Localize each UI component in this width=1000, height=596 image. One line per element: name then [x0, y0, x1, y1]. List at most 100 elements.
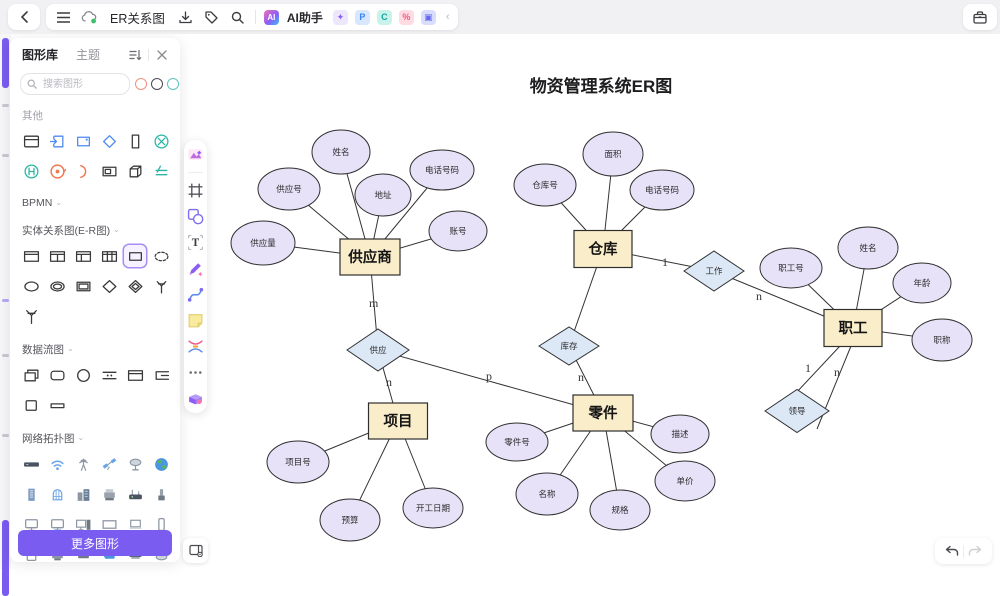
shape-multi-process[interactable]	[20, 364, 42, 386]
shape-cube[interactable]	[124, 160, 146, 182]
er-attribute-a3[interactable]	[354, 173, 412, 217]
text-tool-icon[interactable]: T	[187, 234, 204, 251]
er-edge[interactable]	[377, 349, 604, 414]
shape-attribute-ellipse[interactable]	[20, 275, 42, 297]
shape-entity-box[interactable]	[124, 364, 146, 386]
shape-process[interactable]	[46, 364, 68, 386]
shape-switch[interactable]	[20, 453, 42, 475]
c-plugin-icon[interactable]: C	[376, 9, 392, 25]
shape-entity-rect[interactable]	[124, 245, 146, 267]
er-attribute-e3[interactable]	[589, 489, 651, 531]
shape-copier[interactable]	[98, 483, 120, 505]
shape-identifying-diamond[interactable]	[124, 275, 146, 297]
mindmap-icon[interactable]	[187, 338, 204, 355]
section-title[interactable]: 网络拓扑图⌄	[22, 433, 85, 445]
pen-tool-icon[interactable]	[187, 260, 204, 277]
shape-fork-small[interactable]	[150, 275, 172, 297]
shape-parallel-mark[interactable]	[150, 160, 172, 182]
shape-circle-h[interactable]	[20, 160, 42, 182]
p-plugin-icon[interactable]: P	[354, 9, 370, 25]
shape-open-store[interactable]	[150, 364, 172, 386]
shape-flat-store[interactable]	[46, 394, 68, 416]
more-shapes-button[interactable]: 更多图形	[18, 530, 172, 556]
style-dot-teal[interactable]	[167, 78, 179, 90]
shape-satellite-dish[interactable]	[124, 453, 146, 475]
shape-monitor[interactable]	[20, 513, 42, 535]
er-attribute-e5[interactable]	[650, 414, 710, 454]
close-panel-icon[interactable]	[154, 47, 170, 63]
toolbox-icon[interactable]	[971, 8, 989, 26]
er-entity-zg[interactable]	[823, 308, 883, 348]
download-icon[interactable]	[177, 8, 195, 26]
tag-icon[interactable]	[203, 8, 221, 26]
er-entity-xm[interactable]	[367, 402, 429, 440]
undo-icon[interactable]	[941, 541, 963, 561]
shape-wifi-signal[interactable]	[46, 453, 68, 475]
section-title[interactable]: BPMN⌄	[22, 197, 63, 209]
panel-toggle-button[interactable]	[183, 538, 208, 563]
shape-fork[interactable]	[20, 305, 42, 327]
shape-circle-target[interactable]	[46, 160, 68, 182]
er-canvas[interactable]: 姓名供应号地址电话号码供应量账号仓库号面积电话号码职工号姓名年龄职称项目号预算开…	[0, 0, 1000, 569]
back-button[interactable]	[8, 4, 40, 30]
shape-city-buildings[interactable]	[72, 483, 94, 505]
shape-nested-rect[interactable]	[98, 160, 120, 182]
er-relationship-gy[interactable]	[346, 328, 410, 372]
er-attribute-b2[interactable]	[582, 131, 644, 177]
toolbox-button[interactable]	[963, 4, 997, 30]
er-edge[interactable]	[816, 345, 852, 430]
shape-office-building[interactable]	[20, 483, 42, 505]
er-attribute-e1[interactable]	[485, 422, 549, 462]
shape-diamond-blue[interactable]	[98, 130, 120, 152]
collapse-plugins-icon[interactable]: ‹	[445, 11, 450, 23]
shape-tool-icon[interactable]	[187, 208, 204, 225]
redo-icon[interactable]	[964, 541, 986, 561]
er-attribute-b1[interactable]	[513, 163, 577, 207]
shape-store-lines[interactable]	[98, 364, 120, 386]
er-attribute-d3[interactable]	[402, 487, 464, 529]
shape-entity-table-col[interactable]	[72, 245, 94, 267]
er-relationship-gz[interactable]	[683, 250, 745, 292]
shape-mobile-phone[interactable]	[150, 513, 172, 535]
shape-globe[interactable]	[150, 453, 172, 475]
shape-rect-dot[interactable]	[72, 130, 94, 152]
shape-router[interactable]	[124, 483, 146, 505]
media-icon[interactable]	[187, 146, 204, 163]
er-attribute-c2[interactable]	[837, 226, 899, 270]
er-edge[interactable]	[794, 345, 841, 395]
er-attribute-d1[interactable]	[266, 440, 330, 484]
shape-laptop[interactable]	[124, 513, 146, 535]
shape-workstation[interactable]	[72, 513, 94, 535]
shape-state-circle[interactable]	[72, 364, 94, 386]
er-attribute-a6[interactable]	[428, 210, 488, 252]
document-title[interactable]: ER关系图	[110, 11, 165, 26]
shape-input-arrow[interactable]	[46, 130, 68, 152]
shape-signal-tower[interactable]	[72, 453, 94, 475]
shape-entity-table-3col[interactable]	[98, 245, 120, 267]
section-title[interactable]: 实体关系图(E-R图)⌄	[22, 225, 120, 237]
shape-relationship-diamond[interactable]	[98, 275, 120, 297]
shape-circle-cross[interactable]	[150, 130, 172, 152]
shape-arc[interactable]	[72, 160, 94, 182]
media-plugin-icon[interactable]: ✦	[332, 9, 348, 25]
er-relationship-ld[interactable]	[764, 388, 830, 434]
menu-icon[interactable]	[54, 8, 72, 26]
er-attribute-b3[interactable]	[629, 169, 695, 211]
shape-podium-device[interactable]	[150, 483, 172, 505]
search-icon[interactable]	[229, 8, 247, 26]
shape-vertical-rect[interactable]	[124, 130, 146, 152]
shape-window[interactable]	[20, 130, 42, 152]
sticky-note-icon[interactable]	[187, 312, 204, 329]
connector-tool-icon[interactable]	[187, 286, 204, 303]
er-attribute-c3[interactable]	[892, 262, 952, 304]
shape-entity-table-2col[interactable]	[46, 245, 68, 267]
shape-desktop-monitor[interactable]	[46, 513, 68, 535]
style-dot-black[interactable]	[151, 78, 163, 90]
shape-multivalued-ellipse[interactable]	[46, 275, 68, 297]
shape-search-box[interactable]	[20, 73, 130, 95]
shape-weak-ellipse[interactable]	[150, 245, 172, 267]
frame-icon[interactable]	[187, 182, 204, 199]
chat-plugin-icon[interactable]: ▣	[420, 9, 436, 25]
section-title[interactable]: 其他	[22, 110, 43, 122]
er-attribute-a5[interactable]	[230, 220, 296, 266]
